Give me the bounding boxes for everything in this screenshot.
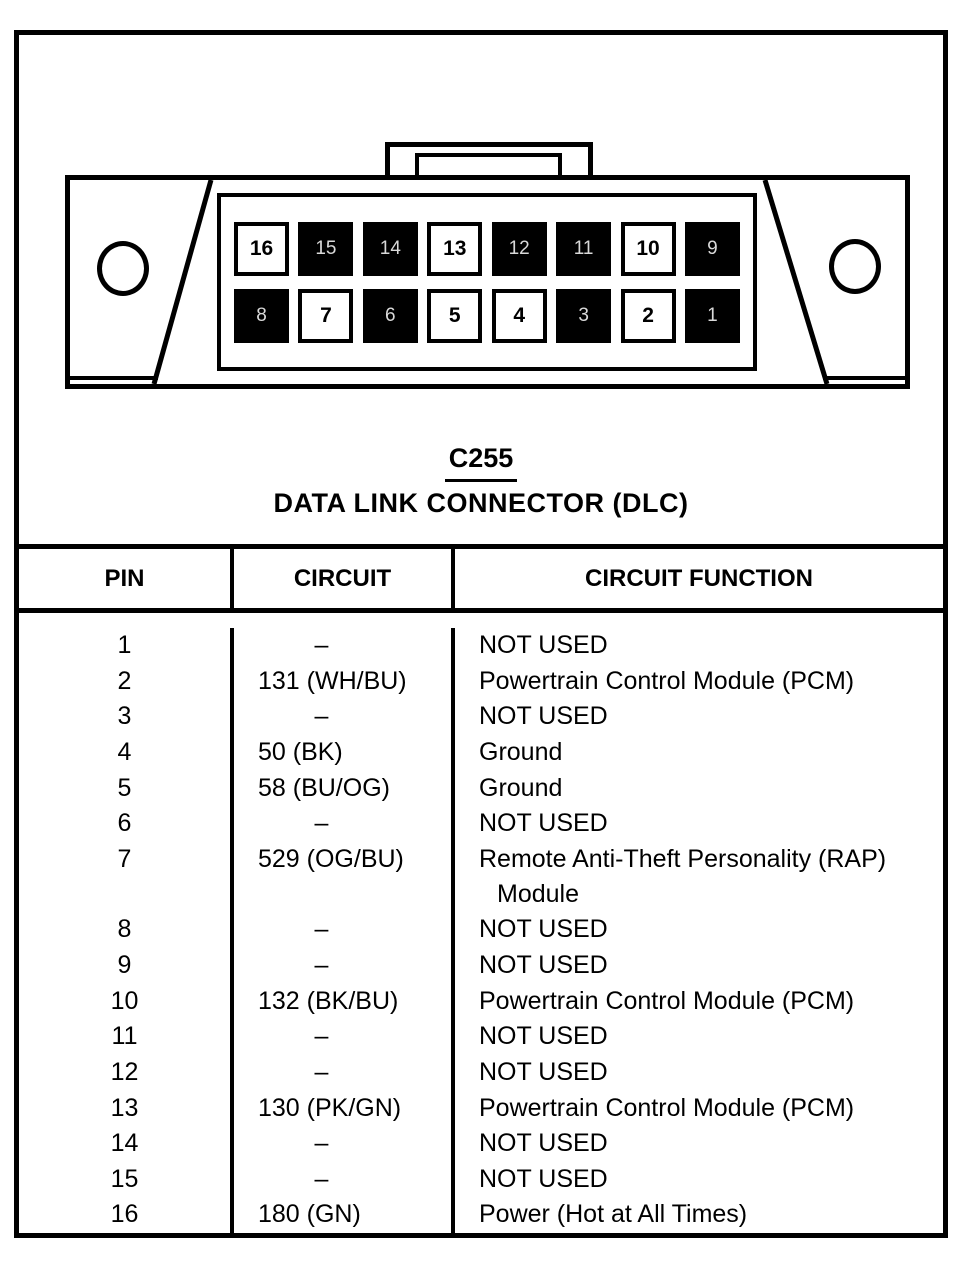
- function-line1: NOT USED: [479, 1164, 608, 1193]
- pin-3: 3: [556, 288, 612, 343]
- function-line1: Ground: [479, 737, 563, 766]
- pin-12: 12: [491, 221, 547, 276]
- cell-pin: 7: [19, 841, 234, 913]
- cell-pin: 12: [19, 1054, 234, 1091]
- pin-5: 5: [427, 288, 483, 343]
- mounting-hole-right-icon: [829, 239, 881, 294]
- function-line1: Remote Anti-Theft Personality (RAP): [479, 844, 887, 873]
- cell-circuit: –: [234, 699, 455, 735]
- pin-1: 1: [684, 288, 740, 343]
- cell-function: Remote Anti-Theft Personality (RAP) Modul…: [455, 842, 943, 913]
- cell-circuit: 529 (OG/BU): [234, 841, 455, 913]
- cell-function: NOT USED: [455, 628, 943, 664]
- dlc-connector-diagram: 16 15 14 13 12 11 10 9 8 7 6 5 4: [65, 142, 910, 389]
- pin-13: 13: [427, 221, 483, 276]
- cell-pin: 8: [19, 912, 234, 948]
- cell-pin: 11: [19, 1019, 234, 1055]
- pin-15: 15: [298, 221, 354, 276]
- cell-circuit: –: [234, 1019, 455, 1055]
- pin-row-bottom: 8 7 6 5 4 3 2 1: [234, 288, 740, 343]
- cell-function: Powertrain Control Module (PCM): [455, 984, 943, 1020]
- cell-function: Powertrain Control Module (PCM): [455, 664, 943, 700]
- function-line1: NOT USED: [479, 631, 608, 659]
- cell-function: Ground: [455, 735, 943, 771]
- connector-title: DATA LINK CONNECTOR (DLC): [273, 488, 689, 518]
- cell-circuit: 131 (WH/BU): [234, 663, 455, 700]
- function-line1: Powertrain Control Module (PCM): [479, 986, 855, 1015]
- pin-8: 8: [234, 288, 289, 343]
- cell-circuit: 58 (BU/OG): [234, 770, 455, 807]
- cell-circuit: 50 (BK): [234, 734, 455, 771]
- mounting-hole-left-icon: [97, 241, 149, 296]
- function-line1: Powertrain Control Module (PCM): [479, 1093, 855, 1122]
- cell-function: NOT USED: [455, 912, 943, 948]
- cell-pin: 10: [19, 983, 234, 1020]
- connector-bevel-lines: [70, 180, 905, 384]
- pin-10: 10: [620, 221, 676, 276]
- function-line1: NOT USED: [479, 1022, 608, 1051]
- function-line1: NOT USED: [479, 702, 608, 731]
- cell-function: Ground: [455, 771, 943, 807]
- cell-pin: 15: [19, 1161, 234, 1198]
- pin-2: 2: [620, 288, 676, 343]
- function-line2: Module: [497, 879, 579, 908]
- function-line1: Ground: [479, 773, 563, 802]
- cell-circuit: 132 (BK/BU): [234, 983, 455, 1020]
- cell-pin: 9: [19, 948, 234, 984]
- cell-pin: 4: [19, 734, 234, 771]
- pin-14: 14: [362, 221, 418, 276]
- function-line1: Power (Hot at All Times): [479, 1200, 748, 1229]
- header-circuit-function: CIRCUIT FUNCTION: [585, 564, 813, 592]
- function-line1: NOT USED: [479, 1057, 608, 1086]
- cell-pin: 2: [19, 663, 234, 700]
- function-line1: NOT USED: [479, 809, 608, 838]
- pin-16: 16: [234, 221, 289, 276]
- cell-circuit: –: [234, 948, 455, 984]
- cell-circuit: –: [234, 806, 455, 842]
- cell-circuit: –: [234, 912, 455, 948]
- cell-function: NOT USED: [455, 1019, 943, 1055]
- table-body: 1 – NOT USED 2 131 (WH/BU) Powertrain Co…: [19, 613, 943, 1233]
- cell-circuit: 130 (PK/GN): [234, 1090, 455, 1127]
- cell-function: NOT USED: [455, 699, 943, 735]
- pin-row-top: 16 15 14 13 12 11 10 9: [234, 221, 740, 276]
- function-line1: NOT USED: [479, 951, 608, 979]
- pin-11: 11: [556, 221, 612, 276]
- cell-circuit: –: [234, 1161, 455, 1198]
- cell-pin: 1: [19, 628, 234, 664]
- cell-circuit: –: [234, 1126, 455, 1162]
- cell-function: NOT USED: [455, 948, 943, 984]
- cell-pin: 6: [19, 806, 234, 842]
- cell-function: NOT USED: [455, 1126, 943, 1162]
- connector-diagram-section: 16 15 14 13 12 11 10 9 8 7 6 5 4: [19, 35, 943, 549]
- pin-4: 4: [491, 288, 547, 343]
- cell-function: NOT USED: [455, 806, 943, 842]
- cell-pin: 14: [19, 1126, 234, 1162]
- cell-circuit: –: [234, 1054, 455, 1091]
- cell-function: NOT USED: [455, 1162, 943, 1198]
- connector-id-wrap: C255: [19, 443, 943, 482]
- table-header-row: PIN CIRCUIT CIRCUIT FUNCTION: [19, 549, 943, 613]
- page-frame: 16 15 14 13 12 11 10 9 8 7 6 5 4: [14, 30, 948, 1238]
- header-circuit: CIRCUIT: [234, 549, 455, 608]
- cell-circuit: –: [234, 628, 455, 664]
- header-pin: PIN: [19, 549, 234, 608]
- pin-6: 6: [362, 288, 418, 343]
- cell-pin: 13: [19, 1090, 234, 1127]
- cell-pin: 5: [19, 770, 234, 807]
- cell-pin: 3: [19, 699, 234, 735]
- pin-area: 16 15 14 13 12 11 10 9 8 7 6 5 4: [217, 193, 757, 371]
- connector-body: 16 15 14 13 12 11 10 9 8 7 6 5 4: [65, 175, 910, 389]
- cell-function: Power (Hot at All Times): [455, 1197, 943, 1233]
- function-line1: NOT USED: [479, 915, 608, 944]
- cell-function: Powertrain Control Module (PCM): [455, 1091, 943, 1127]
- cell-circuit: 180 (GN): [234, 1197, 455, 1233]
- function-line1: Powertrain Control Module (PCM): [479, 666, 855, 695]
- function-line1: NOT USED: [479, 1129, 608, 1158]
- pin-7: 7: [298, 288, 354, 343]
- cell-pin: 16: [19, 1197, 234, 1233]
- connector-id: C255: [444, 443, 518, 482]
- pin-9: 9: [684, 221, 740, 276]
- cell-function: NOT USED: [455, 1055, 943, 1091]
